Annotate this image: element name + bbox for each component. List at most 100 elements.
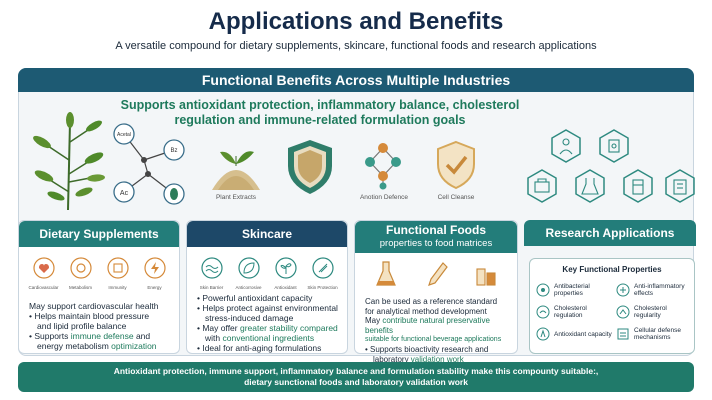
page-title: Applications and Benefits — [208, 8, 504, 35]
property-label: Anti-inflammatory effects — [634, 283, 685, 297]
plant-extract-icon — [212, 151, 260, 190]
icon-label: Antioxidant — [274, 285, 297, 290]
property-item: Cholesterol regulation — [536, 305, 614, 319]
functional-foods-card: Functional Foods properties to food matr… — [354, 220, 518, 364]
highlight-text: immune defense — [70, 331, 134, 341]
lead-statement: Supports antioxidant protection, inflamm… — [120, 98, 520, 127]
property-label: Cholesterol regularity — [634, 305, 667, 319]
plant-illustration — [33, 112, 105, 211]
plant-extract-label: Plant Extracts — [215, 194, 257, 201]
immunity-icon — [106, 257, 129, 279]
skincare-description: • Powerful antioxidant capacity • Helps … — [197, 293, 341, 353]
dietary-line: • Supports immune defense and — [29, 331, 173, 341]
footer-line: Antioxidant protection, immune support, … — [113, 366, 599, 376]
functional-foods-header: Functional Foods properties to food matr… — [355, 221, 517, 253]
icon-label: Metabolism — [68, 285, 92, 290]
molecule-network-icon — [365, 143, 401, 190]
dietary-icons-row: Cardiovascular Metabolism Immunity Energ… — [25, 257, 173, 297]
icon-label: Skin Protection — [307, 285, 338, 290]
property-item: Antibacterial properties — [536, 283, 614, 297]
regularity-icon — [616, 305, 630, 319]
heart-icon — [32, 257, 55, 279]
page-subtitle: A versatile compound for dietary supplem… — [115, 40, 597, 52]
key-properties-title: Key Functional Properties — [562, 265, 662, 274]
text-run: and — [133, 331, 151, 341]
dietary-line: May support cardiovascular health — [29, 301, 159, 311]
foods-line: • Supports bioactivity research and — [365, 344, 489, 354]
highlight-text: conventional ingredients — [222, 333, 315, 343]
property-item: Antioxidant capacity — [536, 327, 614, 341]
foods-icons-row — [361, 259, 511, 299]
skincare-line: • Ideal for anti-aging formulations — [197, 343, 322, 353]
text-run: May — [365, 316, 383, 326]
summary-footer: Antioxidant protection, immune support, … — [18, 362, 694, 392]
antibacterial-icon — [536, 283, 550, 297]
highlight-text: optimization — [111, 341, 157, 351]
hexagon-icon-cluster — [527, 129, 695, 203]
foods-line: Can be used as a reference standard — [365, 297, 498, 306]
skincare-line: • Helps protect against environmental — [197, 303, 338, 313]
research-applications-card: Research Applications — [524, 220, 696, 248]
skincare-title: Skincare — [187, 221, 347, 247]
highlight-text: contribute natural preservative benefits — [365, 316, 490, 335]
bottles-icon — [476, 268, 496, 286]
research-applications-title: Research Applications — [524, 220, 696, 246]
highlight-text: greater stability compared — [239, 323, 338, 333]
cholesterol-icon — [536, 305, 550, 319]
energy-item: Energy — [137, 257, 173, 297]
skincare-line: with conventional ingredients — [197, 333, 341, 343]
highlight-text: validation work — [410, 354, 464, 364]
skin-protection-item: Skin Protection — [305, 257, 341, 297]
antioxidant-item: Antioxidant — [268, 257, 304, 297]
dietary-line: energy metabolism optimization — [29, 341, 173, 351]
leaf-icon — [237, 257, 260, 279]
property-label: Antibacterial properties — [554, 283, 590, 297]
icon-label: Anticorrosive — [235, 285, 262, 290]
foods-line: May contribute natural preservative bene… — [365, 316, 511, 335]
foods-line: for analytical method development — [365, 306, 487, 316]
metabolism-icon — [69, 257, 92, 279]
functional-foods-title: Functional Foods — [386, 223, 486, 237]
dietary-description: May support cardiovascular health • Help… — [29, 301, 173, 351]
property-item: Anti-inflammatory effects — [616, 283, 694, 297]
text-run: • Supports — [29, 331, 71, 341]
property-item: Cholesterol regularity — [616, 305, 694, 319]
antioxidant-icon — [536, 327, 550, 341]
skincare-icons-row: Skin Barrier Anticorrosive Antioxidant S… — [193, 257, 341, 297]
dietary-line: • Helps maintain blood pressure — [29, 311, 150, 321]
text-run: • May offer — [197, 323, 240, 333]
sprout-icon — [274, 257, 297, 279]
key-properties-box: Key Functional Properties Antibacterial … — [529, 258, 695, 354]
text-run: laboratory — [373, 354, 411, 364]
shield-check-icon — [437, 140, 475, 190]
property-label: Cholesterol regulation — [554, 305, 587, 319]
skincare-line: • May offer greater stability compared — [197, 323, 341, 333]
dietary-supplements-title: Dietary Supplements — [19, 221, 179, 247]
property-label: Antioxidant capacity — [554, 330, 612, 338]
skin-barrier-icon — [200, 257, 223, 279]
dietary-supplements-card: Dietary Supplements Cardiovascular Metab… — [18, 220, 180, 354]
anticorrosive-item: Anticorrosive — [231, 257, 267, 297]
property-label: Cellular defense mechanisms — [634, 327, 681, 341]
foods-line: laboratory validation work — [365, 355, 511, 365]
metabolism-item: Metabolism — [63, 257, 99, 297]
property-item: Cellular defense mechanisms — [616, 327, 694, 341]
dietary-line: and lipid profile balance — [37, 321, 127, 331]
dropper-icon — [428, 262, 448, 286]
molecule-label: Acetal — [117, 132, 131, 138]
cardiovascular-item: Cardiovascular — [26, 257, 62, 297]
molecule-label: Bz — [170, 148, 177, 154]
functional-foods-subtitle: properties to food matrices — [379, 238, 493, 249]
anti-inflammatory-icon — [616, 283, 630, 297]
flask-icon — [376, 261, 396, 286]
skin-barrier-item: Skin Barrier — [194, 257, 230, 297]
cell-defense-icon — [617, 328, 629, 340]
footer-line: dietary sunctional foods and laboratory … — [244, 377, 468, 387]
text-run: with — [205, 333, 223, 343]
skin-protection-icon — [311, 257, 334, 279]
skincare-line: • Powerful antioxidant capacity — [197, 293, 313, 303]
icon-label: Immunity — [108, 285, 127, 290]
benefits-banner: Functional Benefits Across Multiple Indu… — [18, 68, 694, 92]
cell-cleanse-label: Cell Cleanse — [437, 194, 475, 201]
immunity-item: Immunity — [100, 257, 136, 297]
